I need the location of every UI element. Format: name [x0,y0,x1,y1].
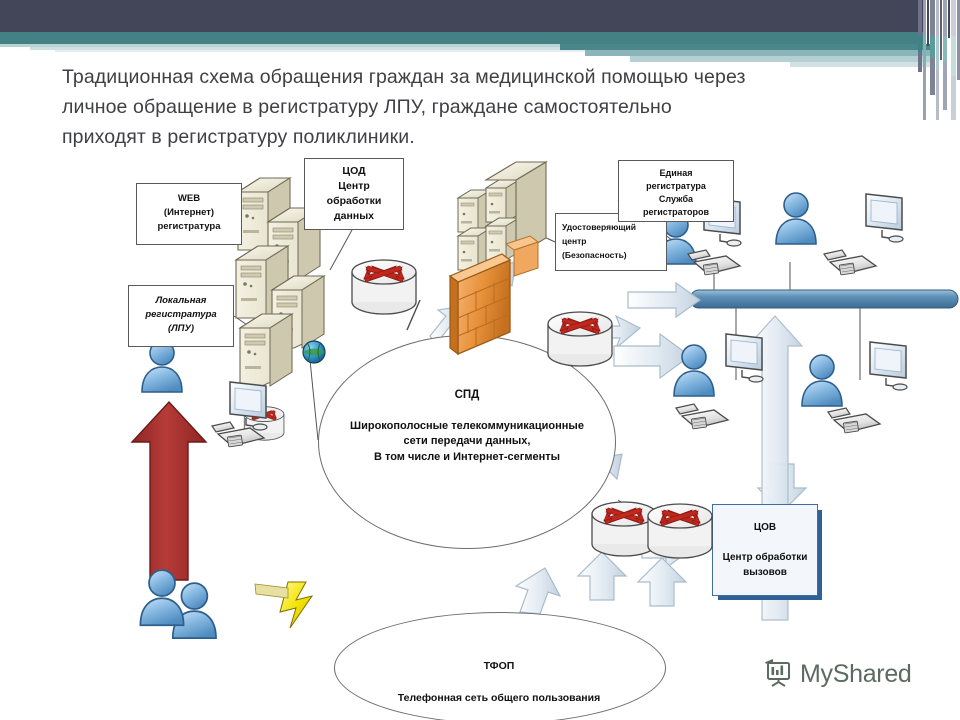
label-cod: ЦОД Центр обработки данных [304,158,404,230]
router-cov-left [591,501,657,557]
spd-acronym: СПД [454,388,480,401]
router-cod [351,259,417,315]
network-diagram: СПД Широкополосные телекоммуникационные … [0,150,960,720]
tfop-description: Телефонная сеть общего пользования [397,692,601,704]
tfop-label: ТФОП Телефонная сеть общего пользования [336,642,662,720]
label-unified-registry: Единая регистратура Служба регистраторов [618,160,734,222]
cov-box: ЦОВ Центр обработки вызовов [712,504,818,596]
cov-acronym: ЦОВ [753,522,777,533]
header-band-pale-2 [55,50,925,52]
local-registry-station [141,340,268,448]
header-step-accent-1 [560,44,930,50]
header-band-teal [0,32,925,44]
red-arrow-up [130,400,208,581]
spd-label: СПД Широкополосные телекоммуникационные … [322,372,612,481]
header-step-accent-2 [585,50,930,56]
cov-label: ЦОВ Центр обработки вызовов [723,505,808,595]
router-local [243,406,285,441]
spd-cloud [318,335,616,549]
ca-orange-module [504,235,540,277]
header-vertical-stripes [918,0,960,120]
header-band-dark [0,0,925,32]
tfop-cloud [334,612,666,720]
globe-icon [302,340,326,364]
cov-description: Центр обработки вызовов [722,552,808,578]
page-title: Традиционная схема обращения граждан за … [62,66,746,148]
operator-bottom-left [673,333,764,430]
watermark-text: MyShared [800,659,912,688]
presentation-board-icon [765,659,790,687]
spd-description: Широкополосные телекоммуникационные сети… [350,419,584,463]
operator-bus-bar [689,289,959,309]
tfop-acronym: ТФОП [483,660,515,672]
label-local-registry: Локальная регистратура (ЛПУ) [128,285,234,347]
citizens-group [139,569,217,640]
header-step-accent-3 [630,56,930,62]
watermark: MyShared [764,659,912,689]
lightning-icon [254,581,314,629]
router-cov-right [647,503,713,559]
operator-top-right [775,192,904,276]
header-band-teal-light [0,44,925,47]
header-step-accent-4 [790,62,930,67]
header-band-pale-1 [30,47,925,50]
operator-bottom-right [801,341,908,434]
label-web-registry: WEB (Интернет) регистратура [136,183,242,245]
server-stack-ca [457,161,548,271]
